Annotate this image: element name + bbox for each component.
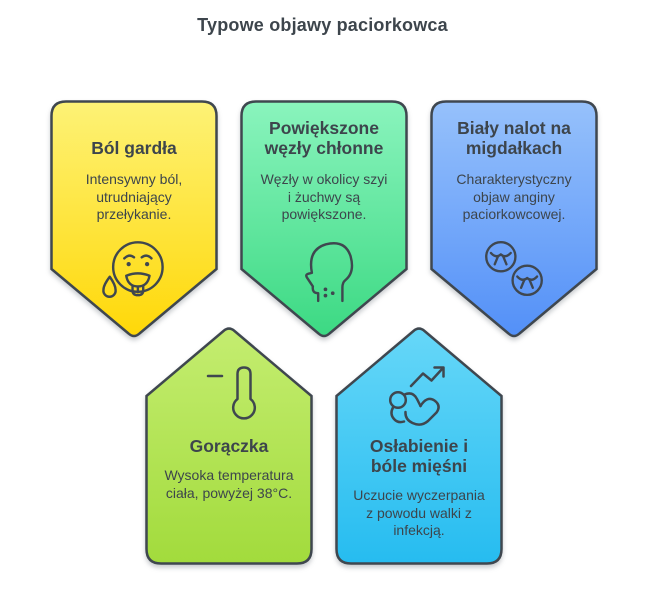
card-title: Powiększone węzły chłonne <box>264 118 384 158</box>
card-title: Biały nalot na migdałkach <box>457 118 571 158</box>
muscle-fatigue-icon <box>388 366 445 426</box>
card-body: Wysoka temperatura ciała, powyżej 38°C. <box>164 467 294 501</box>
head-lymph-nodes-icon <box>305 241 354 302</box>
symptom-card-bialy-nalot: Biały nalot na migdałkach Charakterystyc… <box>430 100 598 340</box>
card-body: Intensywny ból, utrudniający przełykanie… <box>85 171 183 222</box>
card-body: Charakterystyczny objaw anginy paciorkow… <box>456 171 572 222</box>
symptom-card-bol-gardla: Ból gardła Intensywny ból, utrudniający … <box>50 100 218 340</box>
page-title: Typowe objawy paciorkowca <box>197 15 448 35</box>
tonsils-icon <box>485 240 543 296</box>
card-shape <box>50 100 218 338</box>
card-title: Gorączka <box>189 436 269 456</box>
sore-throat-face-icon <box>102 240 164 298</box>
card-shape <box>240 100 408 338</box>
card-title: Osłabienie i bóle mięśni <box>369 436 469 476</box>
symptom-card-goraczka: Gorączka Wysoka temperatura ciała, powyż… <box>145 323 313 565</box>
card-shape <box>335 327 503 565</box>
symptom-card-oslabienie: Osłabienie i bóle mięśni Uczucie wyczerp… <box>335 323 503 565</box>
card-shape <box>145 327 313 565</box>
symptom-card-wezly-chlonne: Powiększone węzły chłonne Węzły w okolic… <box>240 100 408 340</box>
card-title: Ból gardła <box>91 138 177 158</box>
card-shape <box>430 100 598 338</box>
card-body: Uczucie wyczerpania z powodu walki z inf… <box>353 487 485 538</box>
card-body: Węzły w okolicy szyi i żuchwy są powięks… <box>260 171 388 222</box>
thermometer-icon <box>206 366 257 420</box>
